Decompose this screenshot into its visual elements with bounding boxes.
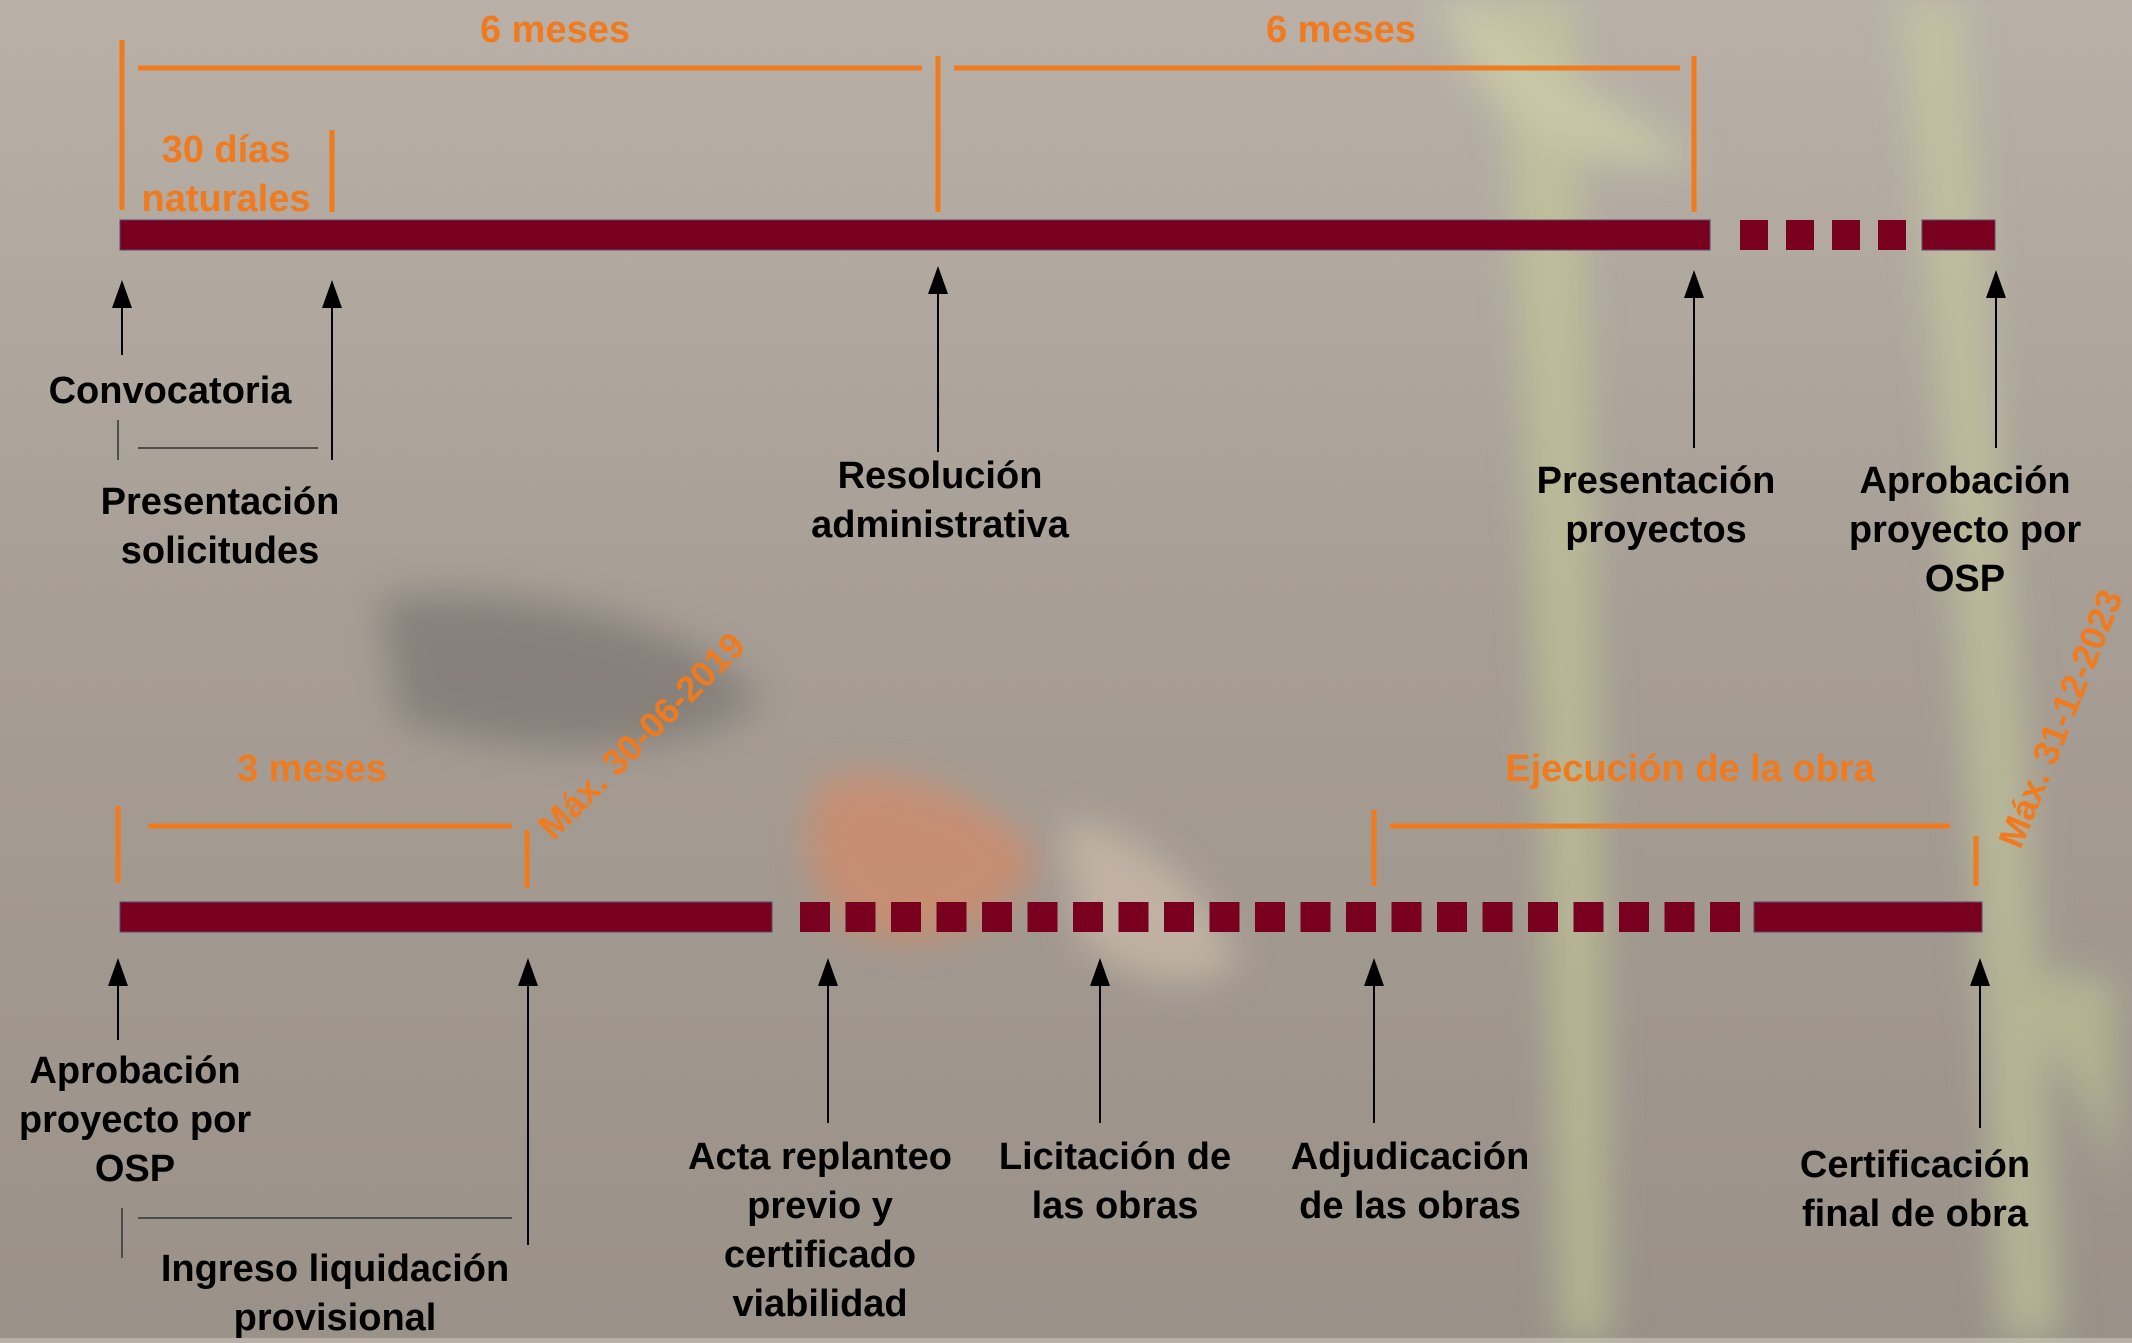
timeline1-dash	[1878, 220, 1906, 250]
timeline2-dash	[891, 902, 921, 932]
timeline2-bar	[119, 901, 773, 933]
arrow-resolucion-head	[928, 266, 948, 294]
arrow-aprobacion-2-head	[108, 958, 128, 986]
milestone-licitacion-obras: Licitación de las obras	[998, 1136, 1232, 1227]
timeline1-bar	[119, 219, 1711, 251]
timeline2-dash	[1710, 902, 1740, 932]
timeline2-dash	[1664, 902, 1695, 932]
timeline2-dash	[1391, 902, 1422, 932]
timeline2-bar-end	[1753, 901, 1983, 933]
timeline2-dash	[1346, 902, 1376, 932]
timeline2-dash	[1073, 902, 1103, 932]
timeline2-dash	[1482, 902, 1513, 932]
timeline2-dash	[936, 902, 967, 932]
arrow-presentacion-solicitudes-head	[322, 280, 342, 308]
timeline2-dash	[1118, 902, 1149, 932]
timeline2-dash	[1300, 902, 1331, 932]
timeline1-dash	[1740, 220, 1768, 250]
arrow-adjudicacion-head	[1364, 958, 1384, 986]
span-label-6-meses-2: 6 meses	[1265, 9, 1416, 51]
milestone-aprobacion-proyecto-2: Aprobación proyecto por OSP	[18, 1050, 252, 1190]
timeline2-dash	[800, 902, 830, 932]
span-label-6-meses-1: 6 meses	[479, 9, 630, 51]
milestone-ingreso-liquidacion: Ingreso liquidación provisional	[160, 1248, 510, 1339]
timeline2-dash	[982, 902, 1012, 932]
arrow-ingreso-head	[518, 958, 538, 986]
timeline2-dash	[1573, 902, 1604, 932]
milestone-presentacion-proyectos: Presentación proyectos	[1536, 460, 1776, 551]
arrow-certificacion-head	[1970, 958, 1990, 986]
arrow-acta-head	[818, 958, 838, 986]
span-label-ejecucion-obra: Ejecución de la obra	[1505, 748, 1875, 790]
timeline2-dash	[1619, 902, 1649, 932]
arrow-convocatoria-head	[112, 280, 132, 308]
milestone-convocatoria: Convocatoria	[48, 370, 292, 412]
arrow-presentacion-proyectos-head	[1684, 270, 1704, 298]
timeline2-dash	[1437, 902, 1467, 932]
milestone-adjudicacion-obras: Adjudicación de las obras	[1290, 1136, 1530, 1227]
span-label-30-dias: 30 días naturales	[141, 129, 311, 220]
timeline2-dash	[845, 902, 876, 932]
arrow-aprobacion-head	[1986, 270, 2006, 298]
timeline2-dash	[1164, 902, 1194, 932]
milestone-aprobacion-proyecto: Aprobación proyecto por OSP	[1848, 460, 2082, 600]
milestone-resolucion-administrativa: Resolución administrativa	[811, 455, 1069, 546]
timeline1-dash	[1832, 220, 1860, 250]
timeline2-dash	[1255, 902, 1285, 932]
milestone-presentacion-solicitudes: Presentación solicitudes	[100, 481, 340, 572]
milestone-certificacion-final: Certificación final de obra	[1799, 1144, 2031, 1235]
timeline1-bar-end	[1921, 219, 1996, 251]
timeline2-dash	[1027, 902, 1058, 932]
timeline2-dash	[1209, 902, 1240, 932]
arrow-licitacion-head	[1090, 958, 1110, 986]
milestone-acta-replanteo: Acta replanteo previo y certificado viab…	[688, 1136, 952, 1325]
span-label-3-meses: 3 meses	[236, 748, 387, 790]
timeline2-dash	[1528, 902, 1558, 932]
timeline1-dash	[1786, 220, 1814, 250]
